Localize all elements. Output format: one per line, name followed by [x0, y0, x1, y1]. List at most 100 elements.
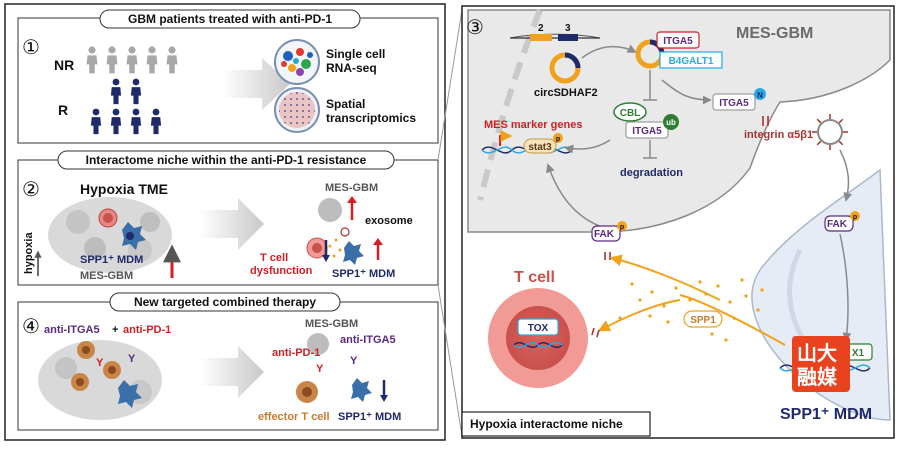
panel-3: ③ MES-GBM 2 3 circSDHAF2 ITGA5 B4GALT1 C…	[461, 5, 895, 439]
panel-2-title: Interactome niche within the anti-PD-1 r…	[86, 153, 367, 167]
hypoxia-axis-label: hypoxia	[23, 232, 35, 274]
integrin-label: integrin α5β1	[744, 129, 813, 141]
nr-people-icons	[86, 46, 178, 74]
person-body-icon	[166, 55, 178, 74]
person-body-icon	[90, 117, 102, 135]
spp1-particles	[618, 278, 764, 342]
circ-gene-track: 2 3	[509, 23, 601, 41]
anti-itga5-left: anti-ITGA5	[44, 324, 100, 336]
spp1-box	[683, 310, 723, 328]
fak-left-box	[591, 225, 621, 242]
spp1-mdm-left: SPP1⁺ MDM	[80, 254, 143, 266]
person-icon	[168, 46, 176, 54]
spp1-particle	[674, 286, 678, 290]
anti-pd1-left: anti-PD-1	[123, 324, 171, 336]
spp1-particle	[710, 332, 714, 336]
spp1-particle	[698, 280, 702, 284]
cbl-icon	[613, 102, 647, 122]
mes-gbm-title: MES-GBM	[736, 25, 813, 42]
person-body-icon	[130, 87, 142, 105]
spatial-dish-icon	[274, 87, 320, 133]
exon-2-label: 2	[538, 23, 544, 34]
therapy-cluster: Y Y	[38, 340, 162, 420]
svg-text:X1: X1	[852, 348, 865, 359]
spp1-mdm-title: SPP1⁺ MDM	[780, 406, 872, 423]
svg-text:stat3: stat3	[528, 142, 552, 153]
spp1-particle	[704, 292, 708, 296]
itga5-membrane-box	[712, 93, 756, 111]
person-icon	[148, 46, 156, 54]
person-body-icon	[106, 55, 118, 74]
panel-1: GBM patients treated with anti-PD-1 ① NR…	[17, 9, 439, 144]
zoom-line-top	[437, 9, 463, 161]
person-body-icon	[110, 117, 122, 135]
person-icon	[88, 46, 96, 54]
exon-3-label: 3	[565, 23, 571, 34]
spp1-particle	[716, 284, 720, 288]
spp1-to-tcell-arrow	[597, 299, 681, 332]
ub-icon	[663, 114, 679, 130]
person-icon	[92, 108, 100, 116]
zoom-line-bottom	[437, 284, 463, 437]
spp1-source-line	[679, 294, 786, 346]
spp1-particle	[618, 316, 622, 320]
panel-4-number: ④	[22, 316, 40, 338]
integrin-receptor-icon	[762, 116, 769, 126]
spp1-particle	[688, 298, 692, 302]
panel-1-title: GBM patients treated with anti-PD-1	[128, 12, 332, 26]
tox-box	[517, 318, 559, 336]
spp1-mdm-panel4: SPP1⁺ MDM	[338, 411, 401, 423]
person-body-icon	[126, 55, 138, 74]
spp1-particle	[744, 294, 748, 298]
mdm-icon-panel2	[343, 241, 364, 265]
itga5-box	[656, 31, 700, 49]
spp1-particle	[630, 282, 634, 286]
dna-helix-tcell	[513, 342, 563, 348]
person-body-icon	[150, 117, 162, 135]
spp1-particle	[638, 298, 642, 302]
nr-label: NR	[54, 57, 74, 73]
exosome-label: exosome	[365, 215, 413, 227]
person-icon	[132, 78, 140, 86]
person-icon	[152, 108, 160, 116]
mes-gbm-cell	[467, 9, 891, 233]
vesicle-receptor	[838, 140, 844, 146]
svg-text:SPP1: SPP1	[690, 315, 716, 326]
vesicle-receptor	[816, 140, 822, 146]
panel-3-number: ③	[466, 17, 484, 39]
stat3-box	[523, 138, 557, 154]
spp1-particle	[756, 308, 760, 312]
svg-text:N: N	[757, 91, 763, 100]
svg-text:ITGA5: ITGA5	[719, 98, 749, 109]
svg-text:TOX: TOX	[528, 323, 549, 334]
panel-4-title: New targeted combined therapy	[134, 295, 316, 309]
person-icon	[108, 46, 116, 54]
exosome-vesicle	[812, 114, 848, 150]
itga5-ub-box	[625, 121, 669, 139]
person-icon	[112, 78, 120, 86]
person-body-icon	[86, 55, 98, 74]
vesicle-receptor	[816, 118, 822, 124]
hypoxia-tme-label: Hypoxia TME	[80, 181, 168, 197]
spp1-particle	[760, 288, 764, 292]
fak-right-box	[824, 215, 854, 232]
fak-to-nucleus-arrow	[839, 233, 852, 342]
scrna-dish-icon	[274, 39, 320, 85]
person-body-icon	[130, 117, 142, 135]
vesicle-receptor	[838, 118, 844, 124]
tcell-title: T cell	[514, 269, 555, 286]
svg-text:p: p	[853, 214, 857, 221]
svg-text:Y: Y	[350, 355, 358, 367]
stat3-p-icon	[553, 133, 563, 143]
tumor-cluster	[48, 197, 172, 273]
degradation-to-stat3-arrow	[564, 139, 611, 154]
panel-2-number: ②	[22, 179, 40, 201]
itga5-to-membrane-arrow	[661, 79, 712, 105]
spp1-particle	[666, 320, 670, 324]
svg-text:Y: Y	[316, 363, 324, 375]
panel-1-arrow	[222, 58, 290, 110]
